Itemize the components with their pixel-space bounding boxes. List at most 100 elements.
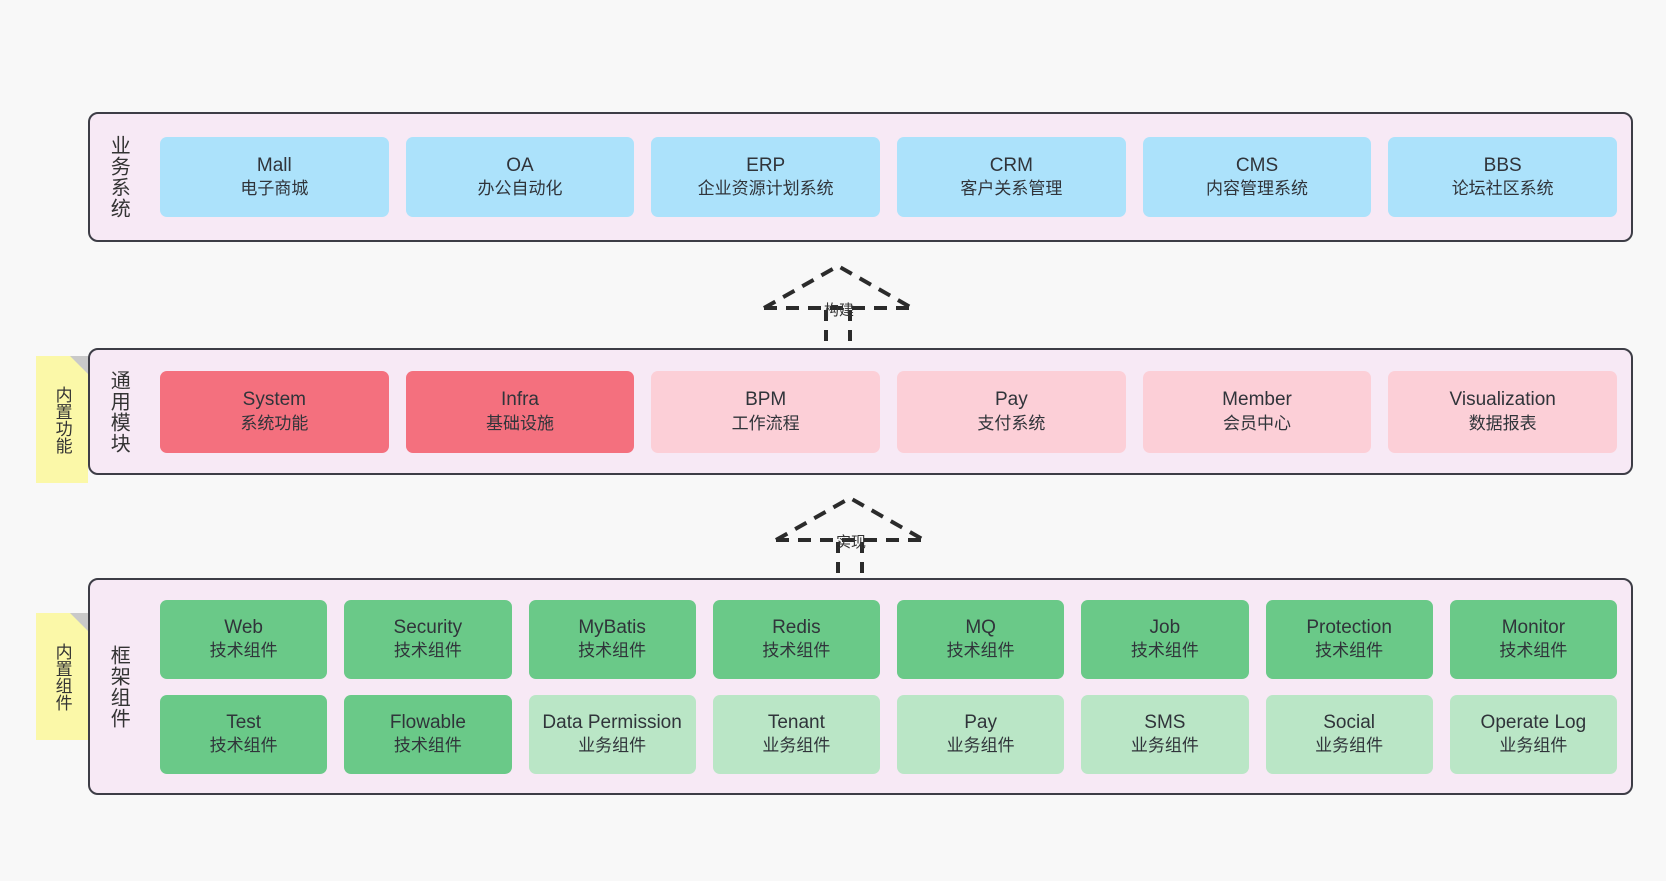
node-subtitle: 电子商城 <box>240 179 309 199</box>
node-title: BPM <box>745 389 787 411</box>
node-redis[interactable]: Redis 技术组件 <box>712 599 880 679</box>
node-title: Pay <box>994 389 1028 411</box>
connector-implement-label: 实现 <box>836 534 867 551</box>
node-title: System <box>242 389 307 411</box>
layer-common-module-body: System 系统功能 Infra 基础设施 BPM 工作流程 Pay 支付系统… <box>146 350 1631 473</box>
node-title: Protection <box>1306 616 1392 638</box>
node-title: ERP <box>746 154 786 176</box>
node-subtitle: 业务组件 <box>1499 736 1568 756</box>
node-title: Data Permission <box>542 711 682 733</box>
node-mybatis[interactable]: MyBatis 技术组件 <box>528 599 696 679</box>
node-title: Monitor <box>1501 616 1566 638</box>
node-subtitle: 技术组件 <box>946 641 1015 661</box>
box-row: System 系统功能 Infra 基础设施 BPM 工作流程 Pay 支付系统… <box>160 370 1618 453</box>
connector-build-arrow <box>763 263 913 344</box>
node-oa[interactable]: OA 办公自动化 <box>405 137 635 217</box>
node-cms[interactable]: CMS 内容管理系统 <box>1142 137 1372 217</box>
node-subtitle: 内容管理系统 <box>1206 179 1309 199</box>
node-title: BBS <box>1483 154 1522 176</box>
connector-implement-arrow <box>775 495 925 576</box>
node-monitor[interactable]: Monitor 技术组件 <box>1449 599 1617 679</box>
connector-build: 构建 <box>758 262 938 344</box>
node-title: Pay <box>964 711 997 733</box>
node-infra[interactable]: Infra 基础设施 <box>405 370 635 453</box>
node-system[interactable]: System 系统功能 <box>160 370 389 453</box>
node-data-permission[interactable]: Data Permission 业务组件 <box>528 694 696 774</box>
node-title: Redis <box>772 616 821 638</box>
node-subtitle: 业务组件 <box>946 736 1015 756</box>
note-builtin-component-label: 内置组件 <box>52 642 72 711</box>
node-operate-log[interactable]: Operate Log 业务组件 <box>1449 694 1617 774</box>
note-builtin-function: 内置功能 <box>36 356 88 483</box>
node-flowable[interactable]: Flowable 技术组件 <box>344 694 512 774</box>
node-member[interactable]: Member 会员中心 <box>1142 370 1372 453</box>
node-security[interactable]: Security 技术组件 <box>344 599 512 679</box>
node-crm[interactable]: CRM 客户关系管理 <box>897 137 1126 217</box>
connector-implement: 实现 <box>770 494 950 576</box>
node-subtitle: 会员中心 <box>1223 413 1292 433</box>
node-title: Visualization <box>1449 389 1556 411</box>
node-subtitle: 技术组件 <box>393 736 462 756</box>
node-subtitle: 技术组件 <box>209 736 278 756</box>
node-title: Member <box>1222 389 1292 411</box>
node-subtitle: 企业资源计划系统 <box>697 179 834 199</box>
node-title: Mall <box>256 154 292 176</box>
note-builtin-function-label: 内置功能 <box>52 385 72 454</box>
node-social[interactable]: Social 业务组件 <box>1265 694 1433 774</box>
box-row: Web 技术组件 Security 技术组件 MyBatis 技术组件 Redi… <box>160 599 1617 679</box>
layer-framework-component: 框架组件 Web 技术组件 Security 技术组件 MyBatis 技术组件… <box>88 578 1633 795</box>
node-test[interactable]: Test 技术组件 <box>160 694 328 774</box>
node-visualization[interactable]: Visualization 数据报表 <box>1388 370 1618 453</box>
node-subtitle: 支付系统 <box>977 413 1046 433</box>
box-row: Test 技术组件 Flowable 技术组件 Data Permission … <box>160 694 1617 774</box>
note-fold-corner <box>70 356 88 374</box>
node-tenant[interactable]: Tenant 业务组件 <box>712 694 880 774</box>
layer-business-system-title: 业务系统 <box>107 135 130 219</box>
node-subtitle: 业务组件 <box>1315 736 1384 756</box>
node-pay-component[interactable]: Pay 业务组件 <box>897 694 1065 774</box>
node-job[interactable]: Job 技术组件 <box>1081 599 1249 679</box>
box-row: Mall 电子商城 OA 办公自动化 ERP 企业资源计划系统 CRM 客户关系… <box>160 137 1618 217</box>
node-title: MyBatis <box>578 616 646 638</box>
layer-framework-component-body: Web 技术组件 Security 技术组件 MyBatis 技术组件 Redi… <box>146 580 1631 793</box>
node-subtitle: 业务组件 <box>1130 736 1199 756</box>
note-builtin-component: 内置组件 <box>36 613 88 740</box>
note-fold-corner <box>70 613 88 631</box>
node-bpm[interactable]: BPM 工作流程 <box>651 370 881 453</box>
node-pay[interactable]: Pay 支付系统 <box>897 370 1126 453</box>
node-subtitle: 工作流程 <box>731 413 800 433</box>
node-subtitle: 技术组件 <box>1130 641 1199 661</box>
node-subtitle: 业务组件 <box>578 736 647 756</box>
node-sms[interactable]: SMS 业务组件 <box>1081 694 1249 774</box>
node-title: Job <box>1149 616 1181 638</box>
layer-business-system: 业务系统 Mall 电子商城 OA 办公自动化 ERP 企业资源计划系统 CRM… <box>88 112 1633 242</box>
node-protection[interactable]: Protection 技术组件 <box>1265 599 1433 679</box>
node-title: CMS <box>1235 154 1279 176</box>
node-title: CRM <box>989 154 1033 176</box>
node-subtitle: 办公自动化 <box>477 179 563 199</box>
node-subtitle: 业务组件 <box>762 736 831 756</box>
node-mall[interactable]: Mall 电子商城 <box>160 137 389 217</box>
layer-common-module: 通用模块 System 系统功能 Infra 基础设施 BPM 工作流程 Pay… <box>88 348 1633 475</box>
node-erp[interactable]: ERP 企业资源计划系统 <box>651 137 881 217</box>
node-subtitle: 数据报表 <box>1468 413 1537 433</box>
node-title: Security <box>393 616 463 638</box>
node-bbs[interactable]: BBS 论坛社区系统 <box>1388 137 1618 217</box>
node-subtitle: 技术组件 <box>393 641 462 661</box>
node-subtitle: 系统功能 <box>240 413 309 433</box>
node-web[interactable]: Web 技术组件 <box>160 599 328 679</box>
node-title: Web <box>224 616 263 638</box>
node-title: Infra <box>500 389 540 411</box>
node-title: MQ <box>965 616 996 638</box>
node-mq[interactable]: MQ 技术组件 <box>897 599 1065 679</box>
node-subtitle: 技术组件 <box>1499 641 1568 661</box>
node-subtitle: 技术组件 <box>209 641 278 661</box>
node-title: Operate Log <box>1480 711 1587 733</box>
node-subtitle: 论坛社区系统 <box>1451 179 1554 199</box>
connector-build-label: 构建 <box>824 302 855 319</box>
layer-common-module-title: 通用模块 <box>107 369 130 454</box>
node-subtitle: 技术组件 <box>762 641 831 661</box>
node-subtitle: 技术组件 <box>578 641 647 661</box>
node-title: OA <box>506 154 534 176</box>
